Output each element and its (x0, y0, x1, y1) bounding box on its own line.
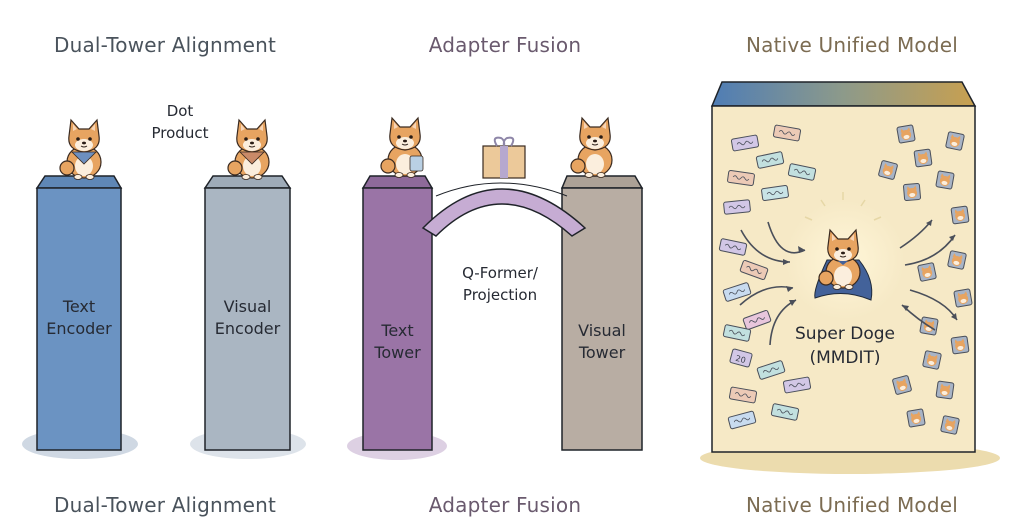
text-encoder-line2: Encoder (46, 319, 112, 338)
qformer-line2: Projection (462, 286, 538, 304)
doge-mascot-text-tower (380, 117, 424, 179)
text-encoder-tower (35, 175, 123, 451)
panel-caption-native-unified: Native Unified Model (746, 493, 958, 517)
visual-tower-line2: Tower (578, 343, 626, 362)
dot-product-line2: Product (151, 124, 209, 142)
text-tower-label: Text Tower (363, 320, 432, 364)
text-encoder-label: Text Encoder (37, 296, 121, 340)
text-tower-line2: Tower (374, 343, 421, 362)
text-tokens: 20 (718, 124, 817, 430)
visual-encoder-line1: Visual (223, 297, 272, 316)
visual-encoder-line2: Encoder (214, 319, 281, 338)
super-doge-label: Super Doge (MMDIT) (780, 322, 910, 370)
panel-caption-adapter-fusion: Adapter Fusion (428, 493, 582, 517)
super-doge-mascot (814, 229, 873, 301)
visual-encoder-tower (203, 175, 292, 451)
panel-title-native-unified: Native Unified Model (746, 33, 958, 57)
visual-tower (560, 175, 644, 451)
qformer-line1: Q-Former/ (462, 264, 538, 282)
doge-mascot-text-encoder (59, 119, 102, 181)
dot-product-line1: Dot (166, 102, 194, 120)
panel-caption-dual-tower: Dual-Tower Alignment (53, 493, 277, 517)
panel-dual-tower (22, 119, 306, 459)
text-encoder-line1: Text (62, 297, 96, 316)
super-doge-line1: Super Doge (795, 324, 895, 344)
visual-tower-label: Visual Tower (562, 320, 642, 364)
gift-box-icon (482, 136, 526, 179)
adapter-bridge (421, 182, 587, 237)
token-chip-20: 20 (735, 354, 747, 365)
text-tower-line1: Text (381, 321, 414, 340)
glow-rays (804, 192, 882, 221)
panel-title-adapter-fusion: Adapter Fusion (428, 33, 582, 57)
visual-tower-line1: Visual (578, 321, 626, 340)
text-tower (361, 175, 434, 451)
doge-mascot-visual-tower (570, 117, 613, 179)
unified-box-top (710, 81, 977, 107)
panel-adapter-fusion (347, 117, 644, 460)
qformer-projection-label: Q-Former/ Projection (440, 262, 560, 306)
super-doge-line2: (MMDIT) (809, 348, 881, 368)
arrow-heads (783, 220, 957, 320)
dot-product-label: Dot Product (145, 100, 215, 144)
visual-encoder-label: Visual Encoder (205, 296, 290, 340)
doge-mascot-visual-encoder (227, 119, 270, 181)
panel-title-dual-tower: Dual-Tower Alignment (53, 33, 277, 57)
panel-native-unified: 20 (700, 81, 1000, 474)
